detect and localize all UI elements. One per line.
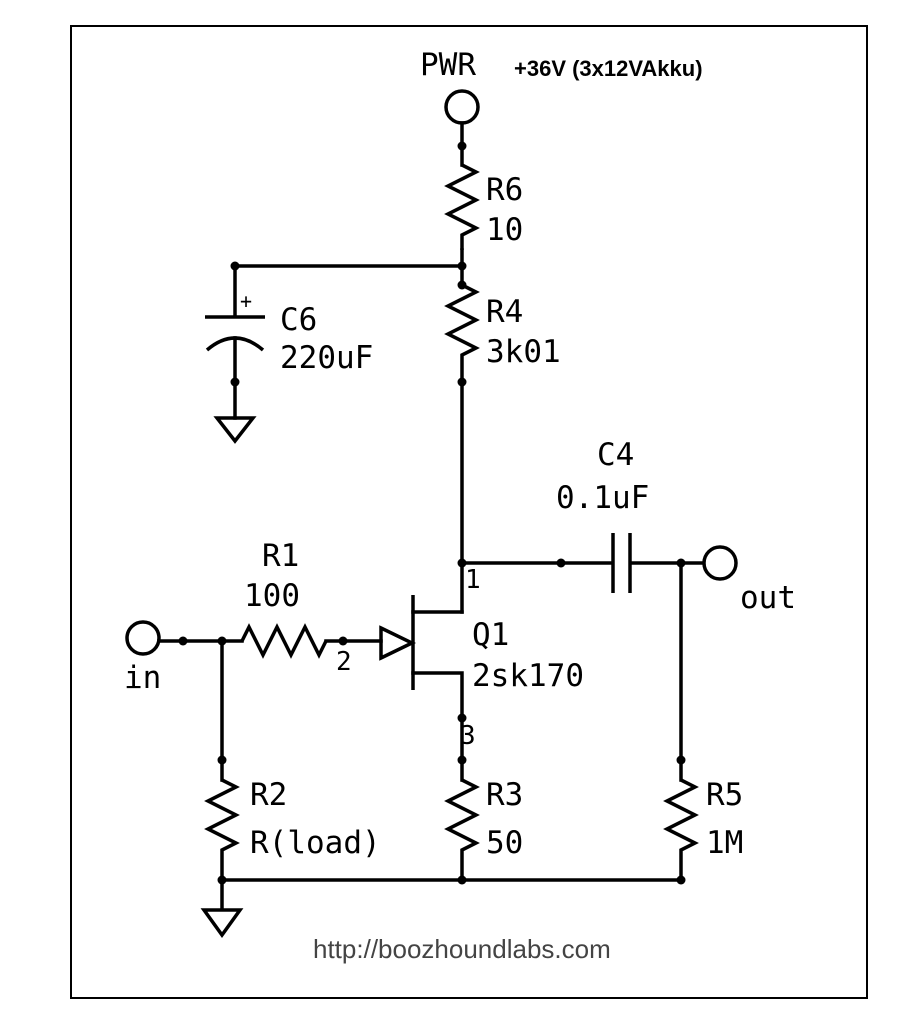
q1-pin-gate: 2 — [336, 647, 352, 677]
input-terminal — [125, 620, 161, 656]
r6-ref: R6 — [486, 172, 523, 208]
q1-value: 2sk170 — [472, 658, 584, 694]
q1-gate-arrow-icon — [379, 625, 417, 661]
r4-ref: R4 — [486, 294, 523, 330]
r3-value: 50 — [486, 825, 523, 861]
output-label: out — [740, 580, 796, 616]
q1-pin-source: 3 — [460, 721, 476, 751]
r2-value: R(load) — [250, 825, 381, 861]
q1-source-lead — [411, 671, 464, 762]
q1-pin-drain: 1 — [465, 565, 481, 595]
node — [457, 875, 467, 885]
c6-polarity: + — [240, 289, 252, 313]
r3-resistor — [444, 778, 480, 880]
node — [338, 636, 348, 646]
c4-capacitor — [611, 533, 632, 593]
output-terminal — [702, 545, 738, 581]
r3-ref: R3 — [486, 777, 523, 813]
q1-ref: Q1 — [472, 617, 509, 653]
c6-ref: C6 — [280, 302, 317, 338]
node — [676, 875, 686, 885]
credit-url: http://boozhoundlabs.com — [313, 934, 611, 964]
r6-value: 10 — [486, 212, 523, 248]
node — [217, 755, 227, 765]
node — [676, 755, 686, 765]
c4-value: 0.1uF — [556, 480, 649, 516]
ground-icon — [200, 908, 244, 938]
r5-ref: R5 — [706, 777, 743, 813]
c4-ref: C4 — [597, 437, 634, 473]
c6-value: 220uF — [280, 340, 373, 376]
node — [457, 713, 467, 723]
node — [178, 636, 188, 646]
supply-note: +36V (3x12VAkku) — [514, 56, 703, 81]
r2-ref: R2 — [250, 777, 287, 813]
node — [457, 141, 467, 151]
r1-value: 100 — [244, 578, 300, 614]
ground-icon — [213, 416, 257, 444]
r1-resistor — [240, 623, 328, 659]
r4-resistor — [444, 283, 480, 382]
r2-resistor — [204, 778, 240, 910]
node — [217, 875, 227, 885]
pwr-terminal — [444, 89, 480, 125]
r4-value: 3k01 — [486, 334, 561, 370]
r6-resistor — [444, 163, 480, 250]
node — [556, 558, 566, 568]
pwr-label: PWR — [420, 47, 476, 83]
r1-ref: R1 — [262, 538, 299, 574]
r5-resistor — [663, 778, 699, 880]
input-label: in — [124, 660, 161, 696]
node — [230, 377, 240, 387]
r5-value: 1M — [706, 825, 743, 861]
diagram-frame — [70, 25, 868, 999]
